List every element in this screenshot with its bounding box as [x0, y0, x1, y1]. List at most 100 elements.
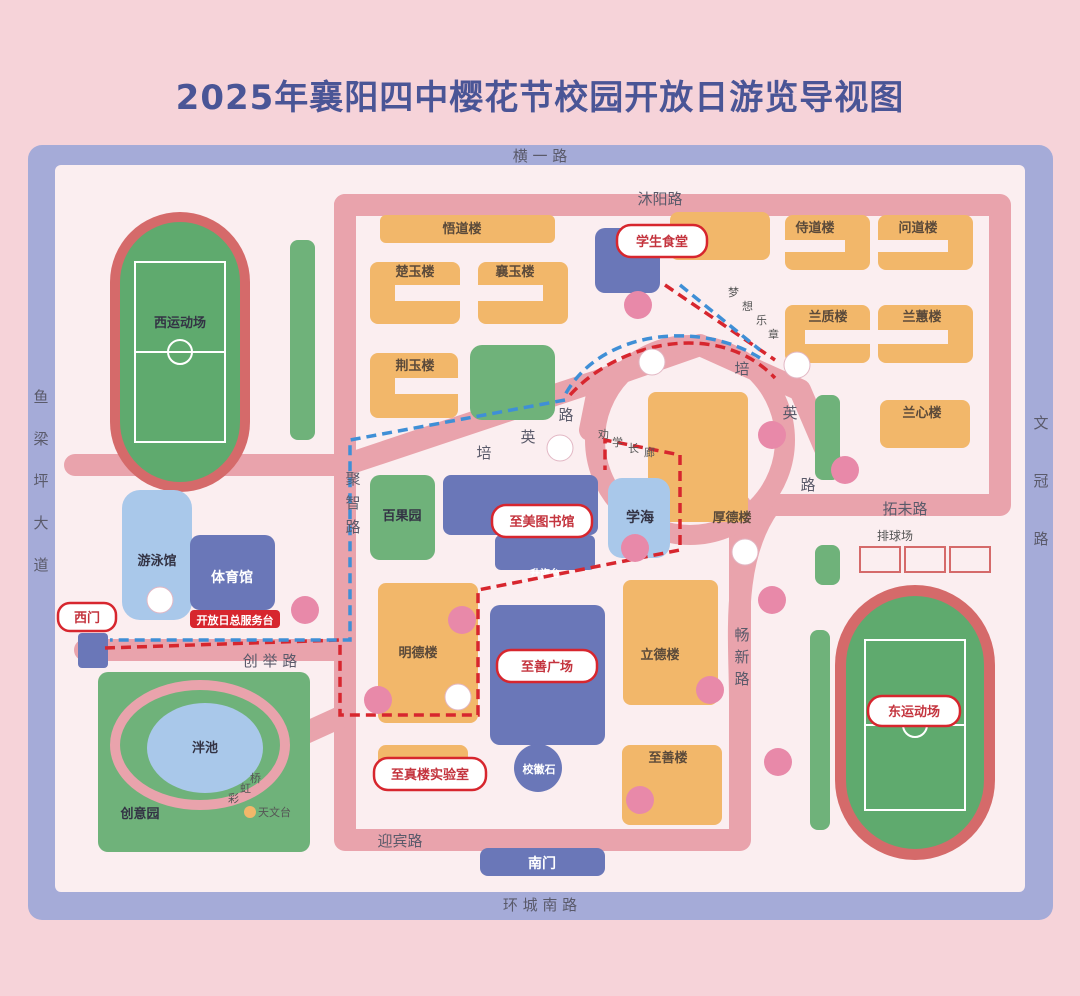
svg-text:培: 培 — [476, 444, 491, 462]
service-tag — [190, 610, 280, 628]
svg-text:道: 道 — [33, 556, 48, 574]
building-notches — [395, 240, 948, 394]
pool-building — [122, 490, 192, 620]
baiguo-label: 百果园 — [382, 509, 421, 524]
west-sports-field: 西运动场 — [110, 212, 250, 492]
svg-text:廊: 廊 — [644, 445, 655, 459]
svg-text:长: 长 — [628, 442, 639, 455]
svg-text:路: 路 — [734, 670, 749, 688]
gym-label: 体育馆 — [211, 569, 253, 586]
svg-text:章: 章 — [768, 327, 779, 341]
svg-text:东运动场: 东运动场 — [888, 704, 940, 720]
xuehai-pond — [608, 478, 670, 558]
road-east-label: 文 冠 路 — [1033, 414, 1048, 548]
peiying-left-label: 培 英 路 — [476, 406, 573, 462]
svg-text:乐: 乐 — [756, 314, 767, 327]
xuechang-label: 劝 学 长 廊 — [598, 427, 655, 459]
chuangju-label: 创 举 路 — [243, 652, 298, 670]
svg-text:至美图书馆: 至美图书馆 — [509, 514, 574, 530]
road-north-label: 横 一 路 — [513, 147, 568, 165]
route-red-arc — [568, 341, 777, 397]
svg-text:学: 学 — [612, 435, 623, 449]
road-west-label: 鱼 梁 坪 大 道 — [33, 388, 48, 574]
svg-text:培: 培 — [734, 360, 749, 378]
lanhui-label: 兰蕙楼 — [902, 309, 941, 325]
caihong-2: 虹 — [240, 782, 251, 795]
page-title: 2025年襄阳四中樱花节校园开放日游览导视图 — [175, 78, 905, 118]
changxin-road-label: 畅 新 路 — [734, 626, 749, 688]
svg-text:智: 智 — [345, 494, 360, 512]
svg-text:学生食堂: 学生食堂 — [636, 234, 688, 250]
canteen-callout[interactable]: 学生食堂 — [615, 223, 709, 259]
svg-text:路: 路 — [800, 476, 815, 494]
svg-text:英: 英 — [520, 428, 535, 446]
svg-text:文: 文 — [1033, 414, 1048, 432]
panchi-pond — [147, 703, 263, 793]
lide-label: 立德楼 — [640, 647, 679, 663]
muyang-label: 沐阳路 — [637, 190, 682, 208]
houde-label: 厚德楼 — [712, 510, 751, 526]
svg-text:新: 新 — [734, 648, 749, 666]
pool-label: 游泳馆 — [137, 553, 176, 569]
xiaohui-label: 校徽石 — [523, 762, 556, 776]
svg-text:西门: 西门 — [74, 610, 100, 626]
wendao-label: 问道楼 — [898, 220, 937, 236]
west-gate-callout[interactable]: 西门 — [56, 601, 118, 633]
wudao-label: 悟道楼 — [442, 221, 481, 237]
gym-building — [190, 535, 275, 610]
svg-text:想: 想 — [742, 299, 753, 313]
road-south-label: 环 城 南 路 — [503, 896, 577, 914]
svg-text:畅: 畅 — [734, 626, 749, 644]
changxin-curve — [727, 498, 780, 701]
svg-text:坪: 坪 — [33, 472, 48, 490]
volleyball-label: 排球场 — [877, 529, 913, 543]
xiangyu-label: 襄玉楼 — [494, 264, 534, 280]
chuangyi-label: 创意园 — [119, 806, 159, 822]
svg-text:冠: 冠 — [1033, 472, 1048, 490]
tianwen-label: 天文台 — [258, 805, 291, 819]
route-red-top — [664, 283, 776, 362]
south-gate-label: 南门 — [528, 855, 556, 872]
yingbin-label: 迎宾路 — [377, 832, 422, 850]
service-label: 开放日总服务台 — [197, 613, 274, 627]
square-callout[interactable]: 至善广场 — [495, 648, 599, 684]
lanxin-label: 兰心楼 — [902, 405, 941, 421]
lab-callout[interactable]: 至真楼实验室 — [372, 756, 488, 792]
svg-text:路: 路 — [1033, 530, 1048, 548]
svg-text:至善广场: 至善广场 — [521, 659, 573, 675]
tuomo-label: 拓未路 — [882, 500, 927, 518]
cherry-trees — [291, 291, 859, 814]
library-callout[interactable]: 至美图书馆 — [490, 503, 594, 539]
route-blue-arc — [563, 334, 761, 396]
svg-text:梁: 梁 — [33, 430, 48, 448]
juzhi-road-label: 聚 智 路 — [345, 470, 360, 536]
svg-text:聚: 聚 — [345, 470, 360, 488]
mengxiang-label: 梦 想 乐 章 — [728, 286, 779, 341]
peiying-right-label: 培 英 路 — [734, 360, 815, 494]
chuyu-label: 楚玉楼 — [395, 264, 434, 280]
lanzhi-label: 兰质楼 — [808, 309, 847, 325]
svg-text:梦: 梦 — [728, 286, 739, 299]
svg-text:英: 英 — [782, 404, 797, 422]
svg-text:路: 路 — [345, 518, 360, 536]
jingyu-label: 荆玉楼 — [395, 358, 434, 374]
route-blue-top — [678, 283, 762, 352]
xuehai-label: 学海 — [626, 509, 654, 526]
west-field-label: 西运动场 — [154, 316, 206, 331]
panchi-label: 泮池 — [192, 740, 218, 756]
svg-text:鱼: 鱼 — [33, 388, 48, 406]
caihong-1: 彩 — [228, 792, 239, 805]
shidao-label: 侍道楼 — [794, 220, 834, 236]
east-field-callout[interactable]: 东运动场 — [866, 694, 962, 728]
svg-text:至真楼实验室: 至真楼实验室 — [391, 767, 469, 783]
tianwen-marker — [244, 806, 256, 818]
caihong-3: 桥 — [250, 772, 261, 785]
route-red — [104, 437, 682, 717]
svg-text:劝: 劝 — [598, 427, 609, 441]
svg-text:大: 大 — [33, 514, 48, 532]
zhishan-label: 至善楼 — [648, 750, 687, 766]
volleyball-courts — [859, 546, 991, 573]
white-blossom-trees — [146, 348, 811, 711]
mingde-label: 明德楼 — [398, 645, 437, 661]
